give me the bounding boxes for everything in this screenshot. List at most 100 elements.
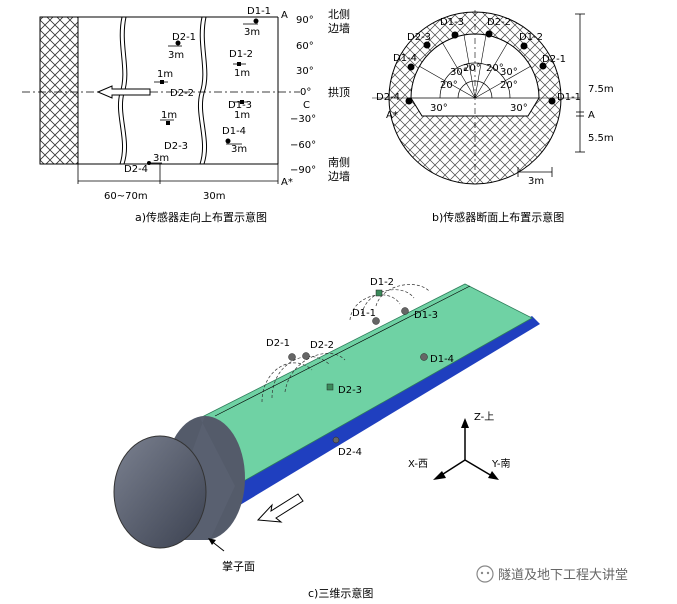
label-b-d2-1: D2-1 xyxy=(542,54,566,65)
point-a: A xyxy=(281,10,288,21)
angle-b-low-right: 20° xyxy=(500,80,518,91)
sensor-b-d2-2 xyxy=(485,30,493,38)
spacing-d1-2: 1m xyxy=(234,68,250,79)
spacing-d2-2: 1m xyxy=(157,69,173,80)
sensor-d1-1-dot xyxy=(253,18,259,24)
label-c-d1-1: D1-1 xyxy=(352,308,376,319)
sensor-c-d2-1 xyxy=(288,353,296,361)
axis-y-label: Y-南 xyxy=(491,457,511,470)
tunnel-base-slab xyxy=(222,316,540,505)
dimension-b-lower: 5.5m xyxy=(588,133,614,144)
label-b-d1-4: D1-4 xyxy=(393,53,417,64)
dimension-60-70m: 60~70m xyxy=(104,191,148,202)
angle-b-top-right: 20° xyxy=(486,63,504,74)
angle-minus-60: −60° xyxy=(290,140,316,151)
vault-label: 拱顶 xyxy=(328,85,350,99)
sensor-c-d1-4 xyxy=(420,353,428,361)
angle-b-low-left: 20° xyxy=(440,80,458,91)
spacing-d2-3: 1m xyxy=(161,110,177,121)
label-b-d2-3: D2-3 xyxy=(407,32,431,43)
sensor-c-d1-1 xyxy=(372,317,380,325)
sensor-c-d2-4 xyxy=(332,436,340,444)
angle-minus-30: −30° xyxy=(290,114,316,125)
spacing-d2-4: 3m xyxy=(153,153,169,164)
label-c-d2-2: D2-2 xyxy=(310,340,334,351)
label-c-d2-1: D2-1 xyxy=(266,338,290,349)
sensor-d2-4-dot xyxy=(147,161,151,165)
dimension-b-width: 3m xyxy=(528,176,544,187)
angle-30: 30° xyxy=(296,66,314,77)
spacing-d1-3: 1m xyxy=(234,110,250,121)
sensor-c-d1-2 xyxy=(375,289,383,297)
angle-b-bot-right: 30° xyxy=(510,103,528,114)
label-b-d1-3: D1-3 xyxy=(440,17,464,28)
caption-c: c)三维示意图 xyxy=(308,586,373,600)
label-c-d2-3: D2-3 xyxy=(338,385,362,396)
sensor-b-d1-3 xyxy=(451,31,459,39)
caption-a: a)传感器走向上布置示意图 xyxy=(135,210,267,224)
label-b-d1-2: D1-2 xyxy=(519,32,543,43)
sensor-b-d1-4 xyxy=(407,63,415,71)
axis-z-label: Z-上 xyxy=(474,411,494,423)
sensor-d2-3-label: D2-3 xyxy=(164,141,188,152)
sensor-c-d2-3 xyxy=(326,383,334,391)
label-c-d1-4: D1-4 xyxy=(430,354,454,365)
break-line-right xyxy=(198,16,204,165)
tunnel-face-cylinder xyxy=(113,435,207,549)
sensor-b-d2-1 xyxy=(539,62,547,70)
sensor-d2-3-dot xyxy=(166,121,170,125)
label-c-d1-3: D1-3 xyxy=(414,310,438,321)
sensor-d1-4-label: D1-4 xyxy=(222,126,246,137)
dimension-30m: 30m xyxy=(203,191,225,202)
angle-b-bot-left: 30° xyxy=(430,103,448,114)
sensor-d2-1-dot xyxy=(175,40,181,46)
break-line-right-b xyxy=(202,16,208,165)
axis-x-label: X-西 xyxy=(408,459,428,470)
angle-0: 0° xyxy=(300,87,311,98)
point-c: C xyxy=(303,100,310,111)
sensor-d2-4-label: D2-4 xyxy=(124,164,148,175)
point-b-a-star: A* xyxy=(386,110,398,121)
panel-a-layout-diagram: D1-1 3m D2-1 3m D1-2 1m 1m D2-2 D1-3 1m … xyxy=(22,6,350,224)
sensor-b-d2-3 xyxy=(423,41,431,49)
label-c-d1-2: D1-2 xyxy=(370,277,394,288)
angle-minus-90: −90° xyxy=(290,165,316,176)
sensor-d1-4-dot xyxy=(225,138,231,144)
point-b-a: A xyxy=(588,110,595,121)
spacing-d1-1: 3m xyxy=(244,27,260,38)
sensor-b-d1-1 xyxy=(548,97,556,105)
advance-direction-arrow xyxy=(96,85,151,99)
sensor-d1-3-label: D1-3 xyxy=(228,100,252,111)
south-wall-label-1: 南侧 xyxy=(328,156,350,169)
north-wall-label-1: 北侧 xyxy=(328,8,350,21)
spacing-d1-4: 3m xyxy=(231,144,247,155)
dimension-b-upper: 7.5m xyxy=(588,84,614,95)
watermark: 隧道及地下工程大讲堂 xyxy=(476,565,628,583)
angle-b-top-left: 20° xyxy=(463,63,481,74)
watermark-text: 隧道及地下工程大讲堂 xyxy=(498,567,628,583)
label-b-d2-4: D2-4 xyxy=(376,92,400,103)
sensor-d2-1-label: D2-1 xyxy=(172,32,196,43)
caption-b: b)传感器断面上布置示意图 xyxy=(432,210,564,224)
spacing-d2-1: 3m xyxy=(168,50,184,61)
hatched-rock-block xyxy=(39,16,79,165)
angle-b-mid-right: 30° xyxy=(500,67,518,78)
sensor-d2-2-label: D2-2 xyxy=(170,88,194,99)
sensor-c-d1-3 xyxy=(401,307,409,315)
label-c-d2-4: D2-4 xyxy=(338,447,362,458)
panel-b-section-diagram: D2-4 D1-4 D2-3 D1-3 D2-2 D1-2 D2-1 D1-1 … xyxy=(372,10,614,224)
angle-60: 60° xyxy=(296,41,314,52)
angle-90: 90° xyxy=(296,15,314,26)
angle-b-mid-left: 30° xyxy=(450,67,468,78)
wechat-icon xyxy=(476,565,494,583)
point-a-star: A* xyxy=(281,177,293,188)
panel-c-3d-diagram: D2-1 D2-2 D2-3 D2-4 D1-2 D1-1 D1-3 D1-4 … xyxy=(113,277,540,600)
sensor-b-d1-2 xyxy=(520,42,528,50)
face-label: 掌子面 xyxy=(222,559,255,573)
excavation-direction-arrow xyxy=(256,493,304,523)
sensor-d1-1-label: D1-1 xyxy=(247,6,271,17)
label-b-d2-2: D2-2 xyxy=(487,17,511,28)
sensor-c-d2-2 xyxy=(302,352,310,360)
label-b-d1-1: D1-1 xyxy=(557,92,581,103)
